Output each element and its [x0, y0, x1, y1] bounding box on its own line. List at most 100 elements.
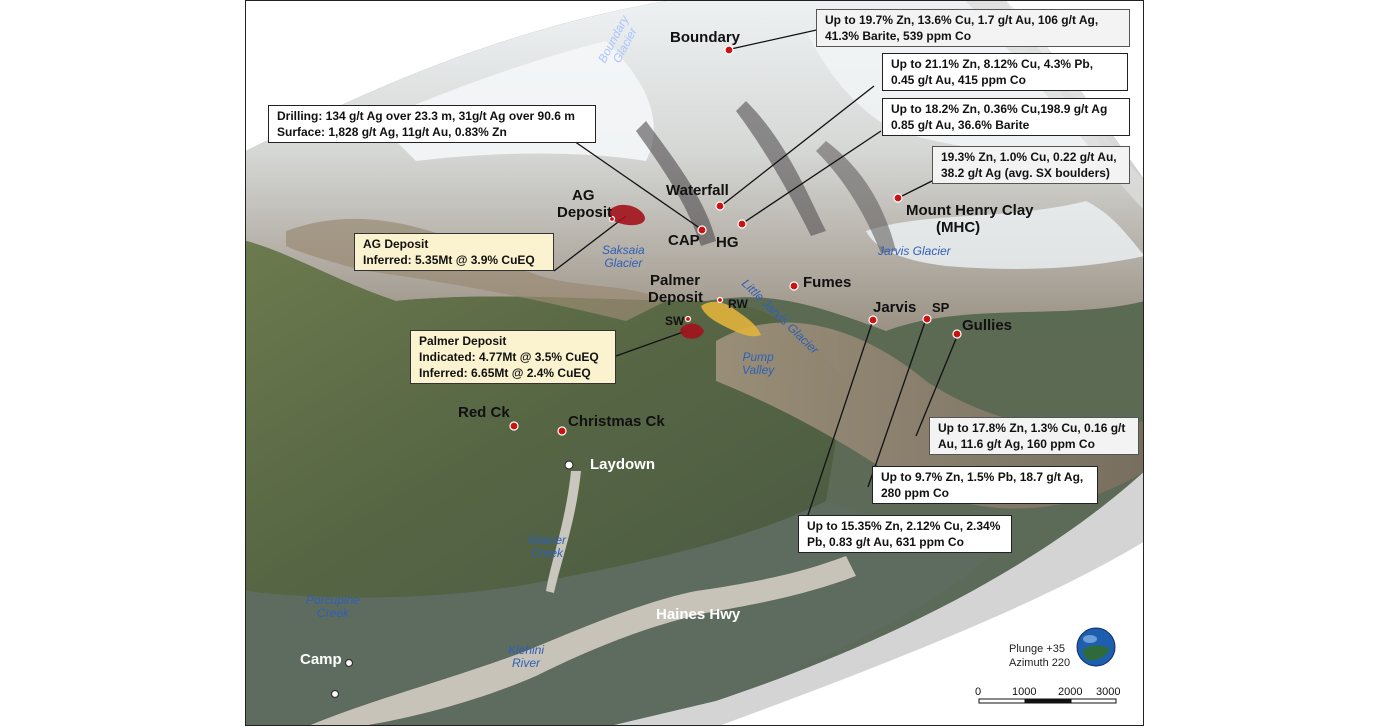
- label-haines-hwy: Haines Hwy: [656, 606, 741, 623]
- callout-palmer-deposit-line-2: Indicated: 4.77Mt @ 3.5% CuEQ: [419, 350, 599, 364]
- marker-mhc: [893, 193, 903, 203]
- label-fumes: Fumes: [803, 274, 852, 291]
- marker-cap: [697, 225, 707, 235]
- callout-mhc-line-2: 38.2 g/t Ag (avg. SX boulders): [941, 166, 1110, 180]
- marker-christmas-ck: [557, 426, 567, 436]
- callout-sp-line-1: Up to 9.7% Zn, 1.5% Pb, 18.7 g/t Ag,: [881, 470, 1084, 484]
- palmer-deposit-rw-outline: [701, 301, 761, 337]
- leader-palmer-deposit: [615, 330, 687, 357]
- label-mhc-1: Mount Henry Clay: [906, 202, 1034, 219]
- callout-gullies: Up to 17.8% Zn, 1.3% Cu, 0.16 g/t Au, 11…: [929, 417, 1139, 455]
- marker-sp: [922, 314, 932, 324]
- callout-waterfall: Up to 21.1% Zn, 8.12% Cu, 4.3% Pb, 0.45 …: [882, 53, 1128, 91]
- globe-icon: [1076, 627, 1116, 667]
- callout-boundary-line-1: Up to 19.7% Zn, 13.6% Cu, 1.7 g/t Au, 10…: [825, 13, 1099, 27]
- label-palmer-deposit-2: Deposit: [648, 289, 704, 306]
- marker-jarvis: [868, 315, 878, 325]
- label-porcupine-creek: Porcupine Creek: [306, 594, 360, 620]
- label-boundary: Boundary: [670, 29, 741, 46]
- label-palmer-deposit-1: Palmer: [650, 272, 701, 289]
- callout-palmer-deposit-line-3: Inferred: 6.65Mt @ 2.4% CuEQ: [419, 366, 591, 380]
- label-glacier-creek-1: Glacier: [528, 533, 567, 547]
- label-glacier-creek-2: Creek: [531, 546, 564, 560]
- callout-waterfall-line-2: 0.45 g/t Au, 415 ppm Co: [891, 73, 1026, 87]
- marker-fumes: [789, 281, 799, 291]
- label-klehini-river: Klehini River: [508, 644, 544, 670]
- map-frame: Up to 19.7% Zn, 13.6% Cu, 1.7 g/t Au, 10…: [245, 0, 1144, 726]
- leader-boundary: [730, 28, 822, 50]
- label-pump-valley-1: Pump: [742, 350, 774, 364]
- callout-gullies-line-2: Au, 11.6 g/t Ag, 160 ppm Co: [938, 437, 1095, 451]
- callout-hg-line-1: Up to 18.2% Zn, 0.36% Cu,198.9 g/t Ag: [891, 102, 1108, 116]
- marker-sw: [684, 315, 692, 323]
- label-sw: SW: [665, 314, 685, 328]
- callout-hg: Up to 18.2% Zn, 0.36% Cu,198.9 g/t Ag 0.…: [882, 98, 1130, 136]
- leader-gullies: [915, 333, 959, 437]
- callout-drilling-line-2: Surface: 1,828 g/t Ag, 11g/t Au, 0.83% Z…: [277, 125, 507, 139]
- marker-waterfall: [715, 201, 725, 211]
- view-info: Plunge +35 Azimuth 220: [1009, 642, 1070, 670]
- label-rw: RW: [728, 297, 748, 311]
- label-ag-deposit-2: Deposit: [557, 204, 613, 221]
- callout-ag-deposit-line-1: AG Deposit: [363, 237, 429, 251]
- label-pump-valley: Pump Valley: [742, 351, 774, 377]
- callout-mhc-line-1: 19.3% Zn, 1.0% Cu, 0.22 g/t Au,: [941, 150, 1117, 164]
- label-ag-deposit-1: AG: [572, 187, 595, 204]
- leader-hg: [742, 130, 882, 224]
- label-saksaia-glacier-1: Saksaia: [602, 243, 645, 257]
- callout-hg-line-2: 0.85 g/t Au, 36.6% Barite: [891, 118, 1030, 132]
- label-saksaia-glacier: Saksaia Glacier: [602, 244, 645, 270]
- callout-jarvis-line-2: Pb, 0.83 g/t Au, 631 ppm Co: [807, 535, 964, 549]
- label-gullies: Gullies: [962, 317, 1013, 334]
- callout-palmer-deposit-line-1: Palmer Deposit: [419, 334, 507, 348]
- view-plunge: Plunge +35: [1009, 643, 1065, 655]
- callout-sp-line-2: 280 ppm Co: [881, 486, 950, 500]
- label-klehini-river-2: River: [512, 656, 541, 670]
- scale-tick-0: 0: [975, 686, 982, 698]
- callout-boundary: Up to 19.7% Zn, 13.6% Cu, 1.7 g/t Au, 10…: [816, 9, 1130, 47]
- leader-jarvis: [800, 319, 874, 537]
- callout-palmer-deposit: Palmer Deposit Indicated: 4.77Mt @ 3.5% …: [410, 330, 616, 384]
- scale-bar-graphic: [978, 698, 1117, 704]
- label-waterfall: Waterfall: [666, 182, 729, 199]
- callout-ag-deposit-line-2: Inferred: 5.35Mt @ 3.9% CuEQ: [363, 253, 535, 267]
- scale-tick-2000: 2000: [1058, 686, 1083, 698]
- callout-ag-deposit: AG Deposit Inferred: 5.35Mt @ 3.9% CuEQ: [354, 233, 554, 271]
- marker-laydown: [564, 460, 574, 470]
- scale-tick-1000: 1000: [1012, 686, 1037, 698]
- label-saksaia-glacier-2: Glacier: [604, 256, 643, 270]
- marker-gullies: [952, 329, 962, 339]
- callout-boundary-line-2: 41.3% Barite, 539 ppm Co: [825, 29, 972, 43]
- callout-jarvis: Up to 15.35% Zn, 2.12% Cu, 2.34% Pb, 0.8…: [798, 515, 1012, 553]
- leader-waterfall: [720, 85, 875, 207]
- label-laydown: Laydown: [590, 456, 656, 473]
- leader-sp: [867, 318, 927, 488]
- palmer-deposit-sw-outline: [680, 323, 704, 339]
- label-jarvis: Jarvis: [873, 299, 917, 316]
- map-overlay: [330, 28, 1117, 704]
- ag-deposit-outline: [608, 204, 645, 226]
- marker-camp-1: [344, 658, 354, 668]
- view-azimuth: Azimuth 220: [1009, 657, 1071, 669]
- marker-red-ck: [509, 421, 519, 431]
- callout-jarvis-line-1: Up to 15.35% Zn, 2.12% Cu, 2.34%: [807, 519, 1001, 533]
- label-camp: Camp: [300, 651, 342, 668]
- callout-drilling-line-1: Drilling: 134 g/t Ag over 23.3 m, 31g/t …: [277, 109, 575, 123]
- label-jarvis-glacier: Jarvis Glacier: [878, 244, 951, 258]
- label-porcupine-creek-2: Creek: [317, 606, 350, 620]
- leader-mhc: [897, 180, 933, 199]
- label-porcupine-creek-1: Porcupine: [306, 593, 361, 607]
- marker-ag-deposit: [608, 215, 616, 223]
- leader-ag-deposit: [553, 215, 627, 272]
- label-mhc-2: (MHC): [936, 219, 981, 236]
- marker-hg: [737, 219, 747, 229]
- callout-gullies-line-1: Up to 17.8% Zn, 1.3% Cu, 0.16 g/t: [938, 421, 1126, 435]
- callout-waterfall-line-1: Up to 21.1% Zn, 8.12% Cu, 4.3% Pb,: [891, 57, 1094, 71]
- marker-boundary: [724, 45, 734, 55]
- label-christmas-ck: Christmas Ck: [568, 413, 665, 430]
- label-klehini-river-1: Klehini: [508, 643, 545, 657]
- label-sp: SP: [932, 300, 950, 315]
- callout-mhc: 19.3% Zn, 1.0% Cu, 0.22 g/t Au, 38.2 g/t…: [932, 146, 1130, 184]
- label-hg: HG: [716, 234, 739, 251]
- label-pump-valley-2: Valley: [742, 363, 775, 377]
